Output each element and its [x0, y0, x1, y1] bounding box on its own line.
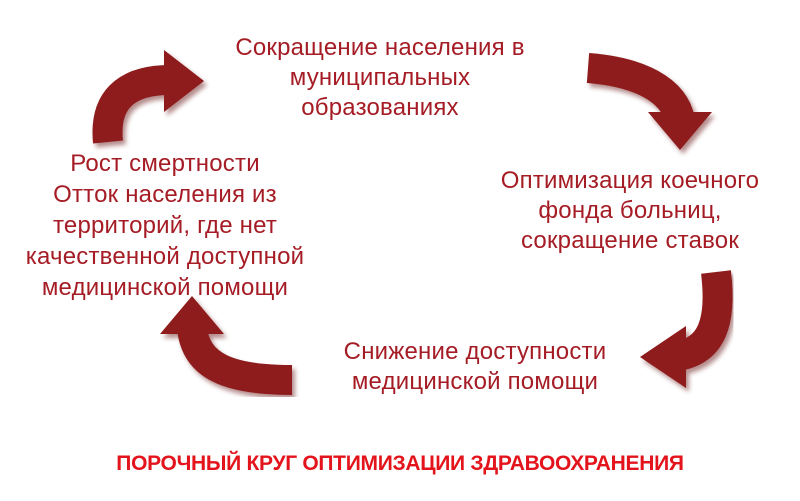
node-line: Отток населения из	[53, 181, 277, 208]
node-line: медицинской помощи	[41, 274, 289, 301]
node-mortality-outflow: Рост смертности Отток населения из терри…	[0, 148, 330, 303]
node-reduced-access: Снижение доступности медицинской помощи	[300, 337, 650, 397]
node-hospital-optimization: Оптимизация коечного фонда больниц, сокр…	[460, 166, 800, 256]
node-line: Рост смертности	[70, 150, 260, 177]
node-line: фонда больниц,	[538, 197, 722, 224]
diagram-caption: ПОРОЧНЫЙ КРУГ ОПТИМИЗАЦИИ ЗДРАВООХРАНЕНИ…	[116, 452, 684, 475]
arrow-left-to-top	[92, 50, 204, 144]
node-line: медицинской помощи	[351, 368, 599, 395]
arrow-bottom-to-left	[160, 296, 293, 395]
node-line: Снижение доступности	[343, 338, 607, 365]
arrow-top-to-right	[586, 53, 712, 150]
arrow-right-to-bottom	[640, 270, 733, 388]
node-population-decline: Сокращение населения в муниципальных обр…	[190, 33, 570, 123]
node-line: Сокращение населения в	[235, 34, 525, 61]
node-line: качественной доступной	[25, 243, 305, 270]
node-line: муниципальных	[289, 64, 471, 91]
node-line: образованиях	[301, 94, 459, 121]
node-line: Оптимизация коечного	[500, 167, 760, 194]
node-line: территорий, где нет	[52, 212, 278, 239]
node-line: сокращение ставок	[520, 227, 740, 254]
